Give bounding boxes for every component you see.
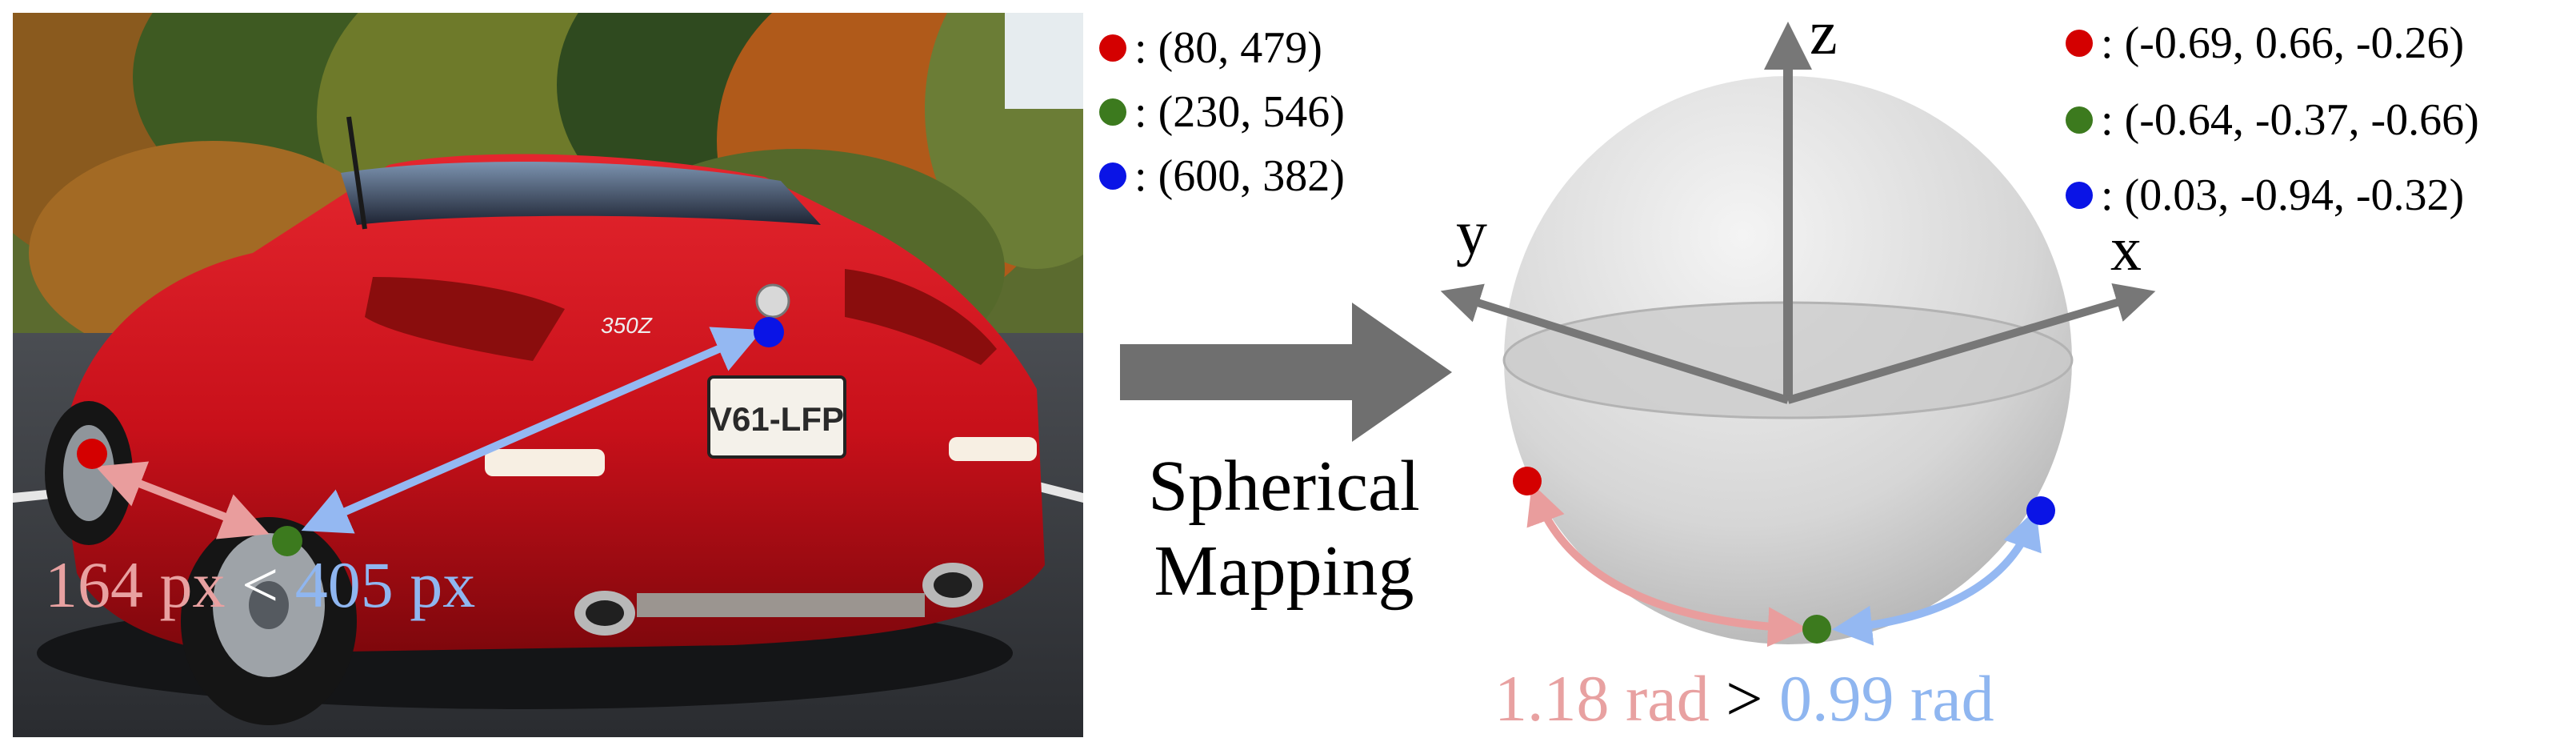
legend-prefix: :	[2101, 18, 2125, 68]
green-dot-icon	[1099, 98, 1126, 126]
legend-prefix: :	[1134, 151, 1158, 201]
sphere-point-red-coords: (-0.69, 0.66, -0.26)	[2124, 18, 2465, 68]
less-than-operator: <	[242, 548, 279, 621]
geodesic-distance-red-green: 1.18 rad	[1494, 662, 1710, 735]
pixel-distance-red-green: 164 px	[45, 548, 226, 621]
mapping-label-line2: Mapping	[1154, 531, 1414, 612]
image-point-legend-green: : (230, 546)	[1099, 86, 1345, 138]
pixel-distance-green-blue: 405 px	[294, 548, 476, 621]
mapping-label-line1: Spherical	[1148, 447, 1420, 526]
pixel-distance-arrow-green-blue	[301, 327, 763, 534]
photo-point-green	[272, 526, 302, 556]
image-point-blue-coords: (600, 382)	[1158, 151, 1345, 201]
image-point-red-coords: (80, 479)	[1158, 23, 1322, 73]
z-axis-label: z	[1810, 0, 1838, 67]
sphere-point-green-coords: (-0.64, -0.37, -0.66)	[2124, 95, 2479, 145]
photo-point-blue	[754, 317, 784, 347]
sphere-point-blue-coords: (0.03, -0.94, -0.32)	[2124, 170, 2465, 220]
pixel-distance-comparison: 164 px < 405 px	[45, 552, 475, 618]
legend-prefix: :	[1134, 87, 1158, 137]
y-axis	[1440, 283, 1790, 404]
sphere-point-green	[1802, 615, 1831, 644]
mapping-label: Spherical Mapping	[1112, 444, 1456, 614]
pixel-distance-arrow-red-green	[95, 461, 270, 539]
sphere-point-legend-green: : (-0.64, -0.37, -0.66)	[2066, 94, 2479, 146]
legend-prefix: :	[2101, 170, 2125, 220]
sphere-point-legend-red: : (-0.69, 0.66, -0.26)	[2066, 18, 2464, 69]
greater-than-operator: >	[1726, 662, 1763, 735]
geodesic-distance-green-blue: 0.99 rad	[1778, 662, 1994, 735]
geodesic-arc-green-blue	[1832, 508, 2042, 646]
red-dot-icon	[2066, 30, 2093, 57]
sphere-point-legend-blue: : (0.03, -0.94, -0.32)	[2066, 170, 2464, 221]
green-dot-icon	[2066, 106, 2093, 134]
geodesic-arc-red-green	[1526, 483, 1808, 648]
red-dot-icon	[1099, 34, 1126, 62]
legend-prefix: :	[2101, 95, 2125, 145]
blue-dot-icon	[2066, 182, 2093, 209]
y-axis-label: y	[1456, 198, 1487, 267]
geodesic-distance-comparison: 1.18 rad > 0.99 rad	[1494, 666, 1994, 732]
image-point-legend-red: : (80, 479)	[1099, 22, 1322, 74]
sphere-point-blue	[2026, 496, 2055, 525]
image-point-legend-blue: : (600, 382)	[1099, 150, 1345, 202]
legend-prefix: :	[1134, 23, 1158, 73]
x-axis	[1786, 283, 2156, 404]
sphere-point-red	[1513, 467, 1542, 495]
image-point-green-coords: (230, 546)	[1158, 87, 1345, 137]
x-axis-label: x	[2110, 214, 2142, 283]
photo-point-red	[77, 439, 107, 469]
blue-dot-icon	[1099, 162, 1126, 190]
